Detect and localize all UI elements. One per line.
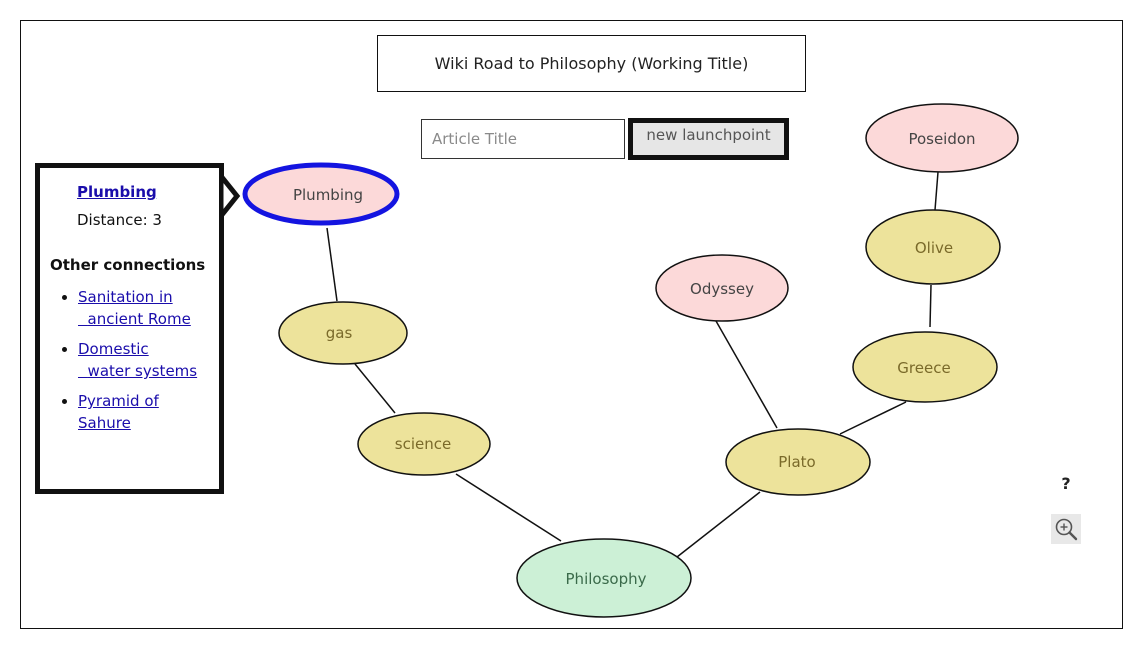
node-plato[interactable]: Plato [725,428,871,496]
page-title-text: Wiki Road to Philosophy (Working Title) [434,54,749,73]
node-label-plumbing: Plumbing [293,186,363,204]
selected-article-link[interactable]: Plumbing [77,183,157,201]
node-greece[interactable]: Greece [852,331,998,403]
help-label: ? [1061,474,1071,493]
graph-edges [326,171,939,558]
node-poseidon[interactable]: Poseidon [865,103,1019,173]
article-info-panel: Plumbing Distance: 3 Other connections S… [35,163,224,494]
help-button[interactable]: ? [1058,474,1074,496]
edge-gas-science [354,363,396,414]
list-item: Sanitation in ancient Rome [78,286,211,330]
edge-plumbing-gas [326,227,338,302]
node-label-odyssey: Odyssey [690,280,754,298]
new-launchpoint-button[interactable]: new launchpoint [628,118,789,160]
connection-link-domestic-water[interactable]: Domestic water systems [78,340,198,380]
node-plumbing[interactable]: Plumbing [242,162,400,226]
node-science[interactable]: science [357,412,491,476]
connections-list: Sanitation in ancient Rome Domestic wate… [50,286,211,434]
edge-philosophy-plato [676,491,761,558]
node-label-gas: gas [326,324,353,342]
node-gas[interactable]: gas [278,301,408,365]
page-title: Wiki Road to Philosophy (Working Title) [377,35,806,92]
node-olive[interactable]: Olive [865,209,1001,285]
zoom-in-button[interactable] [1051,514,1081,544]
node-label-plato: Plato [778,453,815,471]
node-label-philosophy: Philosophy [566,570,647,588]
node-label-olive: Olive [915,239,953,257]
panel-pointer-icon [221,174,241,218]
node-label-greece: Greece [897,359,950,377]
node-philosophy[interactable]: Philosophy [516,538,692,618]
edge-science-philosophy [455,473,562,542]
other-connections-heading: Other connections [50,256,206,274]
new-launchpoint-label: new launchpoint [646,126,771,144]
edge-olive-poseidon [934,171,939,211]
edge-plato-greece [839,401,907,435]
connection-link-sanitation[interactable]: Sanitation in ancient Rome [78,288,191,328]
zoom-in-icon [1055,518,1078,541]
edge-greece-olive [929,284,932,328]
node-odyssey[interactable]: Odyssey [655,254,789,322]
node-label-science: science [395,435,451,453]
node-label-poseidon: Poseidon [908,130,975,148]
list-item: Domestic water systems [78,338,211,382]
edge-plato-odyssey [715,320,778,429]
article-title-input[interactable] [421,119,625,159]
distance-label: Distance: 3 [77,211,162,229]
